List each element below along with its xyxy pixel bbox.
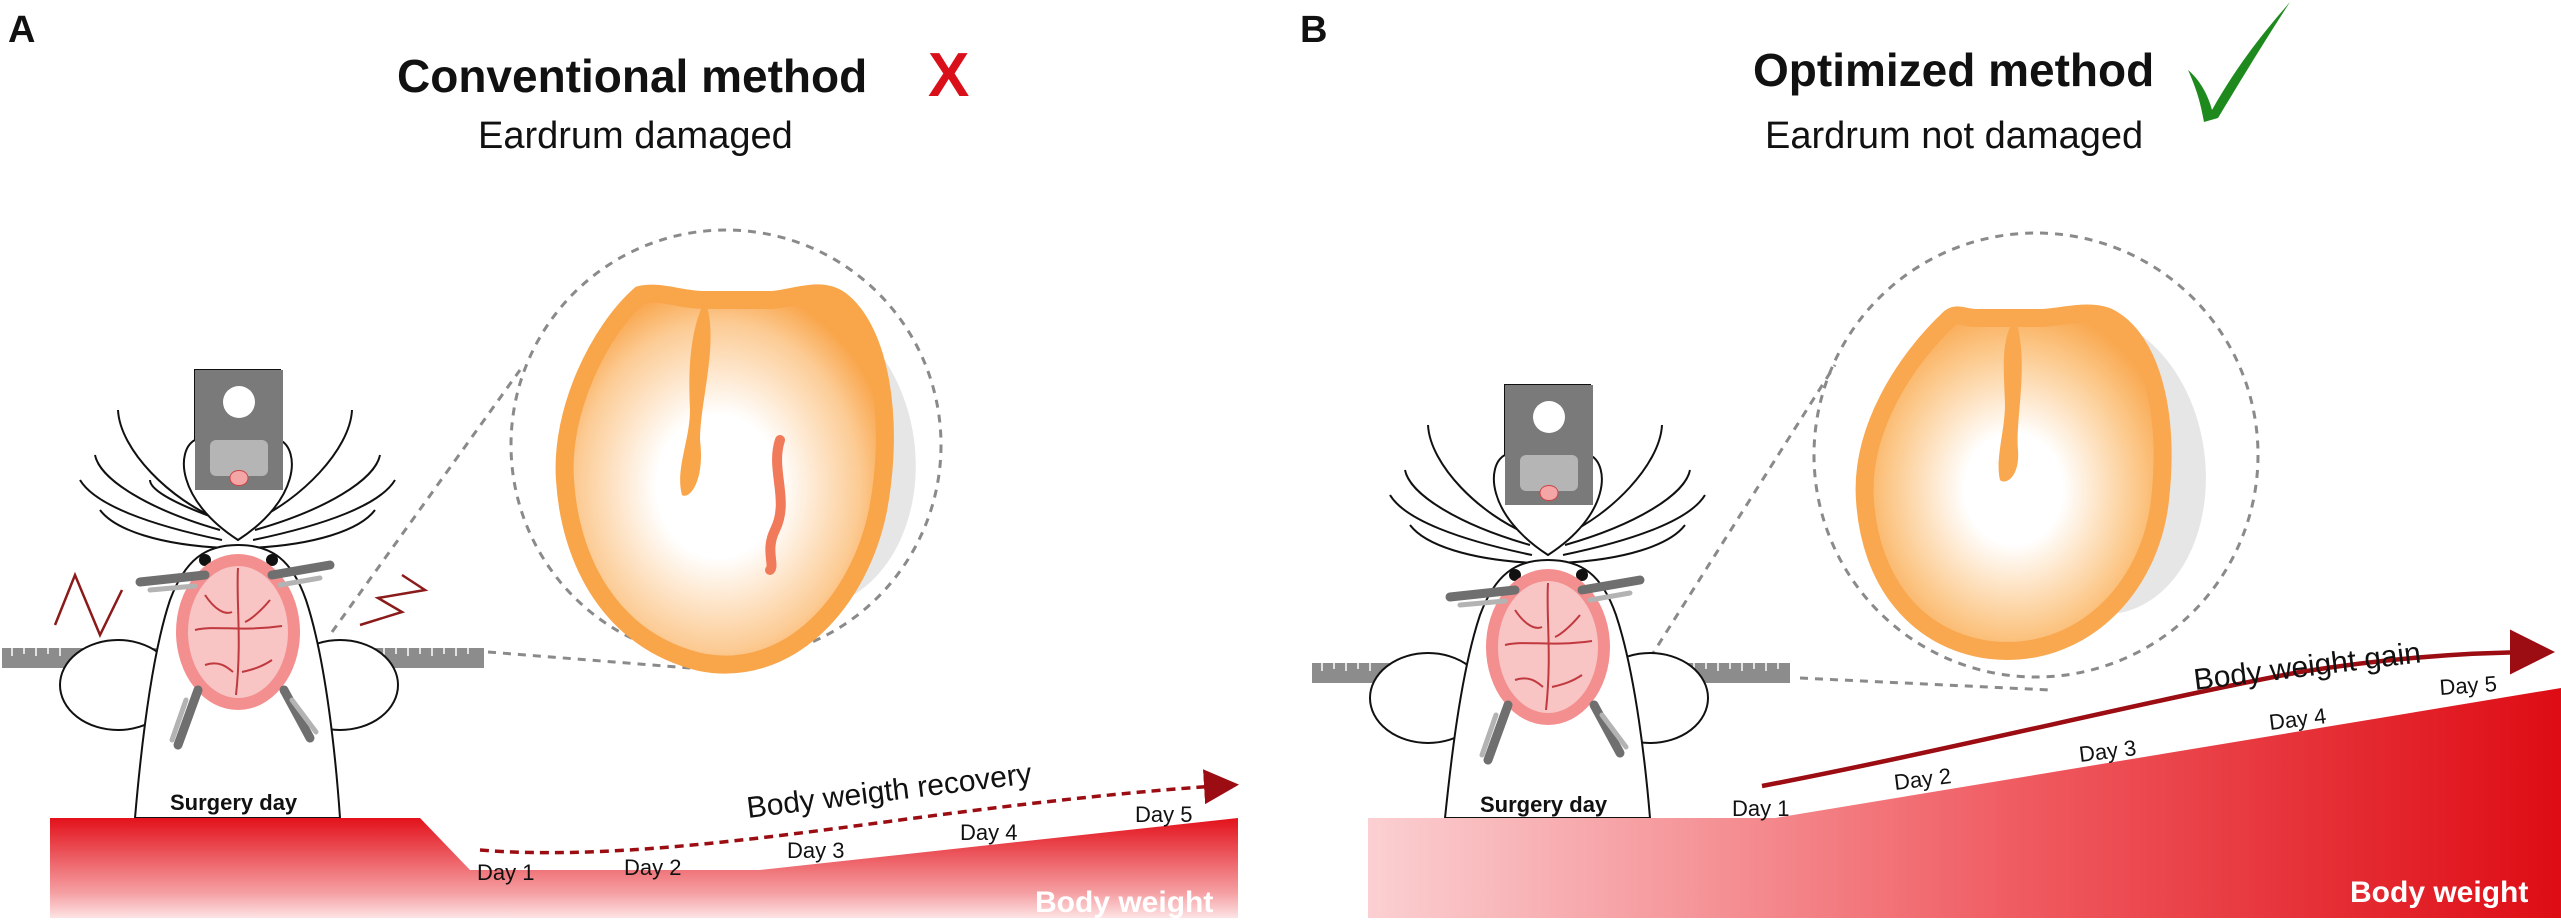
eardrum-intact (1855, 304, 2206, 660)
curve-label-a: Body weigth recovery (745, 757, 1034, 825)
recovery-curve (479, 769, 1239, 855)
cross-icon: X (928, 41, 969, 110)
eardrum-damaged (555, 284, 916, 674)
zoom-line (330, 369, 522, 633)
panel-b-title: Optimized method (1753, 44, 2154, 96)
axis-label-a: Body weight (1035, 886, 1213, 919)
zoom-line (1648, 364, 1837, 659)
checkmark-icon (2188, 2, 2290, 122)
panel-a-subtitle: Eardrum damaged (478, 115, 793, 157)
day-label: Day 5 (1135, 802, 1192, 827)
zoom-line (1799, 676, 2051, 692)
panel-a-title: Conventional method (397, 50, 867, 102)
day-label: Day 1 (477, 860, 534, 885)
panel-a: A Conventional method X Eardrum damaged (2, 9, 1239, 919)
mouse-illustration (53, 369, 429, 819)
weight-chart-b: Body weight gain Surgery day Day 1 Day 2… (1368, 629, 2561, 918)
axis-label-b: Body weight (2350, 876, 2528, 909)
day-label: Day 2 (624, 855, 681, 880)
curve-label-b: Body weight gain (2192, 636, 2423, 697)
panel-a-letter: A (8, 9, 35, 51)
mouse-illustration (1369, 384, 1709, 819)
panel-b-letter: B (1300, 9, 1327, 51)
day-label: Day 5 (2439, 671, 2498, 700)
day-label: Day 1 (1732, 796, 1789, 821)
zoom-circle (1812, 231, 2260, 679)
surgery-day-label: Surgery day (170, 790, 298, 815)
day-label: Day 4 (960, 820, 1017, 845)
panel-b-subtitle: Eardrum not damaged (1765, 115, 2143, 157)
surgery-day-label: Surgery day (1480, 792, 1608, 817)
body-weight-area (50, 818, 1238, 918)
day-label: Day 3 (787, 838, 844, 863)
body-weight-area (1368, 688, 2561, 918)
weight-gain-curve (1761, 629, 2555, 789)
weight-chart-a: Body weigth recovery Surgery day Day 1 D… (50, 757, 1239, 919)
panel-b: B Optimized method Eardrum not damaged (1300, 2, 2561, 918)
